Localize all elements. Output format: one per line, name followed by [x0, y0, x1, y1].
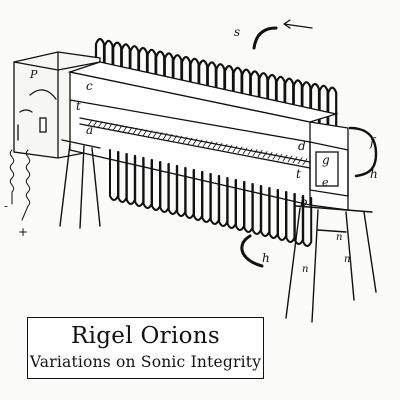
- label-plus: +: [18, 225, 28, 239]
- spiral-wires: [9, 149, 31, 221]
- main-trough: [67, 61, 349, 211]
- album-title: Variations on Sonic Integrity: [29, 353, 262, 371]
- label-t: t: [76, 99, 81, 113]
- side-tube: [348, 126, 378, 178]
- title-box: Rigel Orions Variations on Sonic Integri…: [27, 317, 264, 379]
- label-P: P: [29, 68, 38, 81]
- label-a: a: [86, 123, 93, 137]
- label-n2: n: [302, 264, 308, 275]
- drain-hose: [240, 234, 264, 268]
- label-e: e: [322, 176, 329, 189]
- figure-letters: s c t a d t b g e f h h n n n P + -: [4, 25, 378, 275]
- label-g: g: [322, 153, 330, 167]
- label-c: c: [86, 79, 93, 93]
- label-s: s: [234, 25, 240, 39]
- lower-coil-pipes: [109, 149, 313, 247]
- label-t2: t: [296, 167, 301, 181]
- label-n3: n: [344, 254, 350, 265]
- right-trestle: [285, 205, 377, 323]
- label-h2: h: [262, 251, 270, 265]
- flow-arrow: [283, 19, 313, 29]
- left-trestle: [59, 139, 101, 229]
- label-d: d: [298, 139, 306, 153]
- top-inlet-tube: [252, 26, 278, 50]
- label-f: f: [369, 135, 377, 149]
- label-b: b: [300, 195, 308, 209]
- trough-grill: [87, 119, 308, 166]
- coil-loops: [94, 37, 338, 136]
- label-n: n: [336, 232, 342, 243]
- label-minus: -: [4, 199, 8, 213]
- artist-name: Rigel Orions: [71, 323, 220, 349]
- label-h: h: [370, 167, 378, 181]
